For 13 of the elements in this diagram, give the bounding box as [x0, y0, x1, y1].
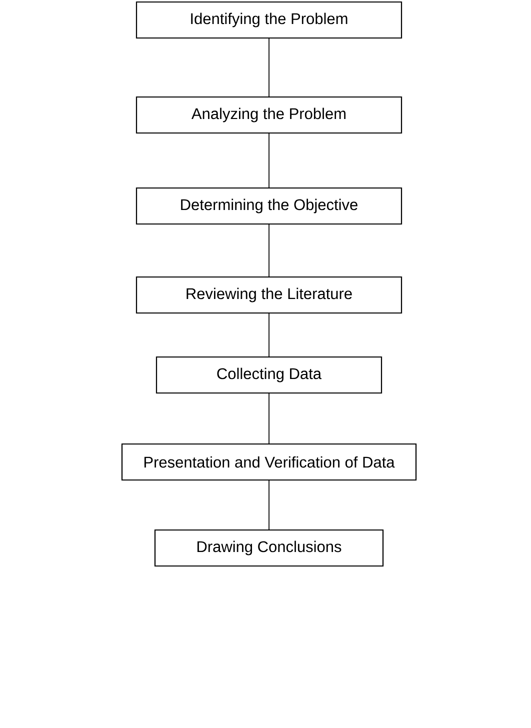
step-box: Identifying the Problem — [136, 1, 402, 39]
connector-line — [268, 393, 270, 444]
step-box: Drawing Conclusions — [154, 529, 384, 567]
step-box: Reviewing the Literature — [136, 276, 402, 314]
step-box: Analyzing the Problem — [136, 96, 402, 134]
step-box: Collecting Data — [156, 356, 382, 394]
connector-line — [268, 38, 270, 97]
connector-line — [268, 480, 270, 530]
connector-line — [268, 224, 270, 277]
step-box: Determining the Objective — [136, 187, 402, 225]
step-box: Presentation and Verification of Data — [121, 443, 417, 481]
connector-line — [268, 313, 270, 357]
connector-line — [268, 133, 270, 188]
